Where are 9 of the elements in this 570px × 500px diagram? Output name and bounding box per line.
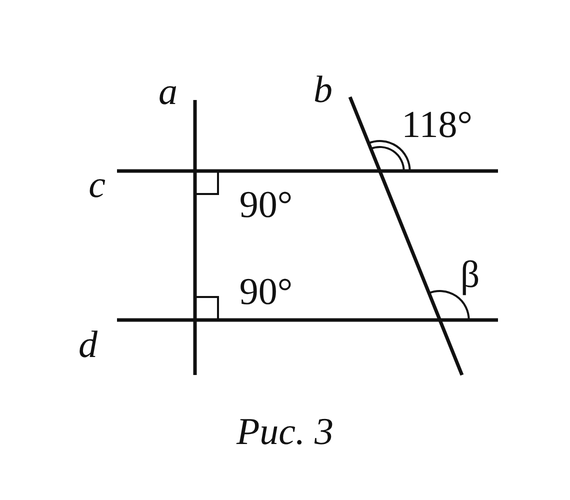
angle-label: 118° xyxy=(402,106,472,144)
line-label: b xyxy=(314,71,332,109)
angle-label: 90° xyxy=(239,273,293,311)
angle-label: β xyxy=(460,256,480,294)
angle-label: 90° xyxy=(239,186,293,224)
line-label: d xyxy=(78,326,98,364)
line-label: a xyxy=(158,73,178,111)
line-label: c xyxy=(88,166,106,204)
figure-caption: Рис. 3 xyxy=(236,413,334,451)
